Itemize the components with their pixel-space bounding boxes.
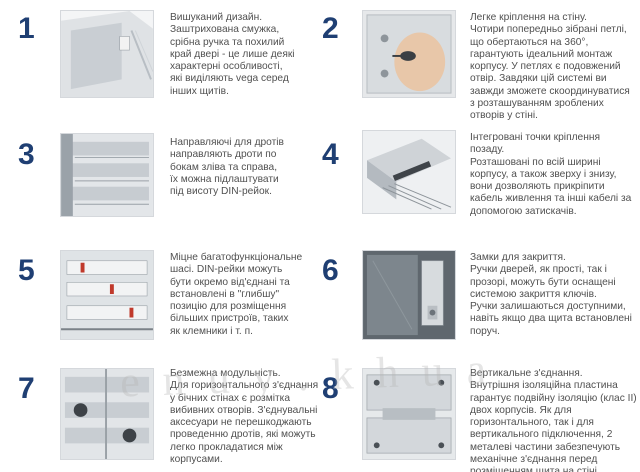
feature-number: 3 (18, 138, 35, 171)
feature-number: 5 (18, 254, 35, 287)
feature-image-horizontal-connection (60, 368, 154, 460)
door-lock-illustration (363, 251, 455, 339)
feature-description: Безмежна модульність. Для горизонтальног… (170, 368, 319, 466)
feature-image-wire-guides (60, 133, 154, 217)
chassis-illustration (61, 251, 153, 339)
feature-description: Інтегровані точки кріплення позаду. Розт… (470, 132, 632, 217)
wall-mount-illustration (363, 11, 455, 97)
feature-number: 2 (322, 12, 339, 45)
feature-image-chassis (60, 250, 154, 340)
wire-guides-illustration (61, 134, 153, 216)
feature-number: 6 (322, 254, 339, 287)
feature-image-door-lock (362, 250, 456, 340)
feature-image-vertical-connection (362, 368, 456, 460)
feature-number: 4 (322, 138, 339, 171)
feature-description: Замки для закриття. Ручки дверей, як про… (470, 252, 632, 337)
feature-description: Вертикальне з'єднання. Внутрішня ізоляці… (470, 368, 637, 472)
vertical-connection-illustration (363, 369, 455, 459)
feature-number: 8 (322, 372, 339, 405)
feature-description: Вишуканий дизайн. Заштрихована смужка, с… (170, 12, 295, 97)
feature-description: Направляючі для дротів направляють дроти… (170, 137, 284, 198)
feature-image-wall-mounting (362, 10, 456, 98)
feature-description: Міцне багатофункціональне шасі. DIN-рейк… (170, 252, 303, 337)
feature-image-enclosure-door (60, 10, 154, 98)
enclosure-door-illustration (61, 11, 153, 97)
horizontal-connection-illustration (61, 369, 153, 459)
feature-number: 7 (18, 372, 35, 405)
feature-description: Легке кріплення на стіну. Чотири поперед… (470, 12, 630, 122)
feature-image-rear-fixing-points (362, 130, 456, 214)
rear-fixing-illustration (363, 131, 455, 213)
feature-number: 1 (18, 12, 35, 45)
